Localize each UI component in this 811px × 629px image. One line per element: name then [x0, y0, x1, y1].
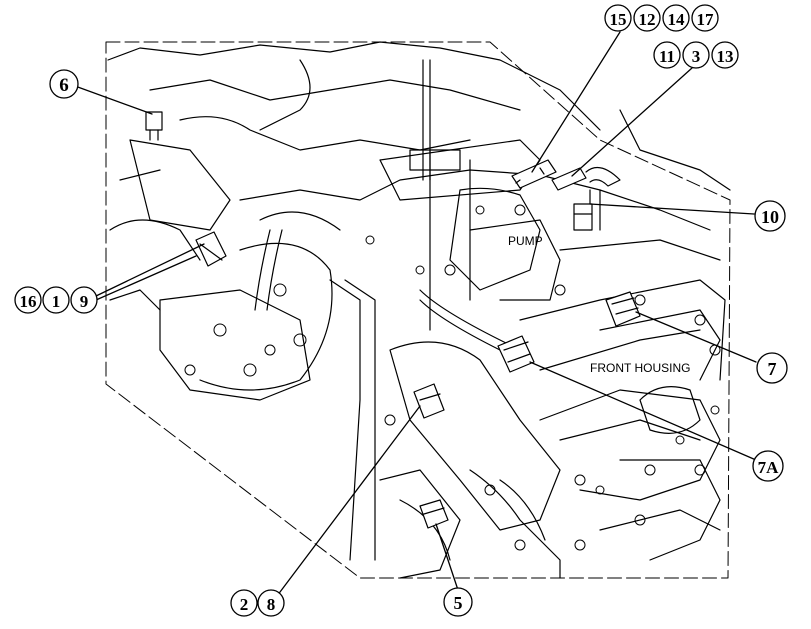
- callout-17-text: 17: [697, 10, 715, 29]
- callout-3-text: 3: [692, 47, 701, 66]
- callout-7-text: 7: [768, 359, 777, 379]
- fitting-10: [573, 203, 593, 231]
- front-housing-label: FRONT HOUSING: [590, 361, 690, 375]
- callout-14-text: 14: [668, 10, 686, 29]
- callout-10-text: 10: [761, 207, 779, 227]
- callout-13-text: 13: [717, 47, 734, 66]
- callout-6-text: 6: [59, 75, 69, 96]
- callout-15-text: 15: [610, 10, 627, 29]
- sensor-6: [145, 111, 163, 141]
- sensor-15: [511, 159, 557, 189]
- callout-2-group: [230, 589, 285, 617]
- callout-5: [443, 587, 473, 617]
- callout-1-text: 1: [52, 292, 61, 311]
- callout-7a-text: 7A: [758, 458, 780, 477]
- callout-7: [756, 352, 788, 384]
- callout-10: [754, 200, 786, 232]
- callout-7a: [752, 450, 784, 482]
- callout-16-text: 16: [20, 292, 37, 311]
- fitting-7: [605, 291, 641, 327]
- callout-12-text: 12: [639, 10, 656, 29]
- fitting-11: [551, 166, 621, 191]
- leader-lines: [74, 31, 757, 601]
- sensor-5: [419, 499, 449, 529]
- callout-9-text: 9: [80, 292, 89, 311]
- callout-11-text: 11: [659, 47, 675, 66]
- callout-16-group: [14, 286, 98, 314]
- callout-5-text: 5: [454, 593, 463, 613]
- callout-15-group: [604, 4, 719, 32]
- callout-2-text: 2: [240, 595, 249, 614]
- dashed-frame: [105, 41, 731, 579]
- sensor-16: [195, 231, 227, 267]
- pump-label: PUMP: [508, 234, 543, 248]
- sensor-2: [413, 383, 445, 419]
- callout-6: [49, 69, 79, 99]
- callout-11-group: [653, 41, 739, 69]
- bolts: [184, 204, 721, 551]
- fitting-7a: [497, 335, 535, 373]
- engine-block: [107, 41, 731, 579]
- callout-8-text: 8: [267, 595, 276, 614]
